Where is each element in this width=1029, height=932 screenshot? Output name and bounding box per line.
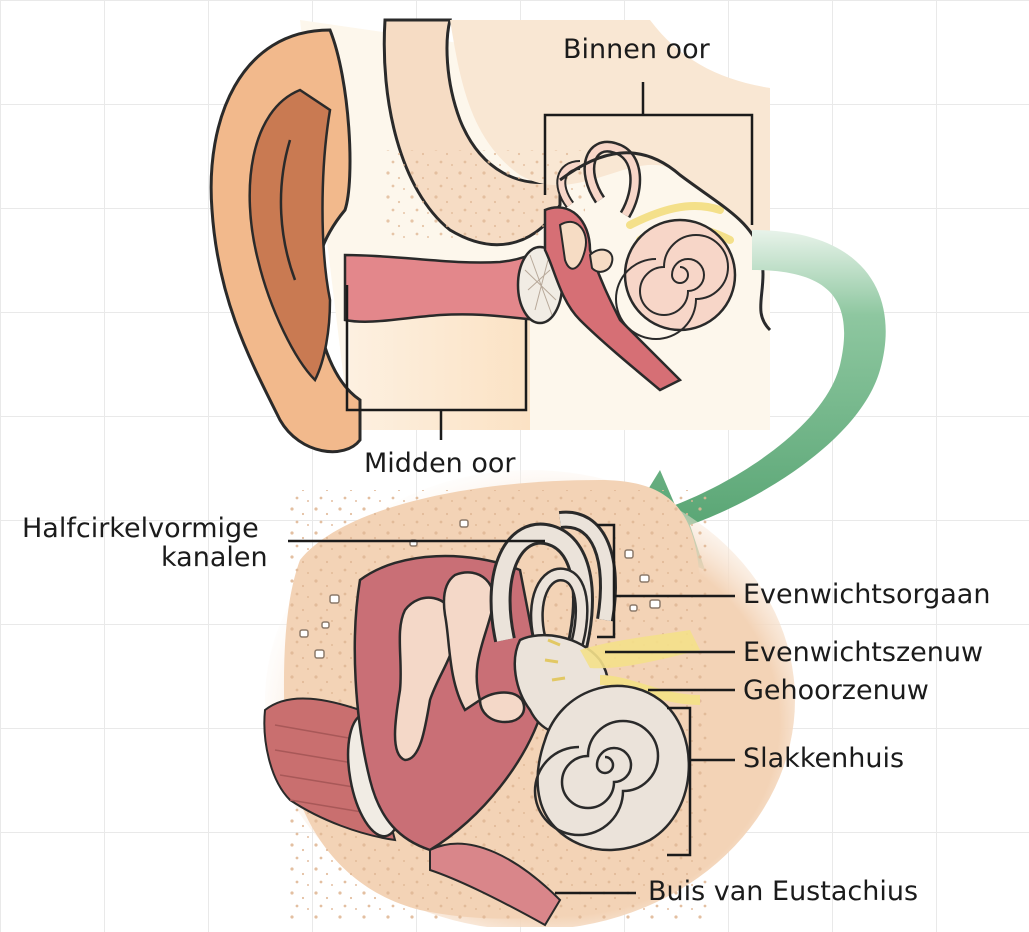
binnen-oor-bracket: [543, 82, 754, 225]
midden-oor-bracket: [345, 285, 528, 440]
cochlea-top: [615, 218, 737, 340]
semicircular-canals-bottom: [489, 510, 617, 658]
label-evenwichtszenuw: Evenwichtszenuw: [743, 637, 984, 668]
label-kanalen: kanalen: [161, 542, 268, 573]
bottom-leader-lines: [288, 523, 735, 895]
nerves-bottom: [544, 630, 701, 705]
evenwichtsorgaan-bracket: [597, 523, 616, 639]
label-slakkenhuis: Slakkenhuis: [743, 743, 905, 774]
label-midden-oor: Midden oor: [364, 448, 516, 479]
label-evenwichtsorgaan: Evenwichtsorgaan: [743, 579, 991, 610]
label-gehoorzenuw: Gehoorzenuw: [743, 675, 929, 706]
slakkenhuis-bracket: [667, 706, 692, 857]
label-binnen-oor: Binnen oor: [563, 34, 710, 65]
label-buis-van-eustachius: Buis van Eustachius: [648, 876, 919, 907]
cochlea-bottom: [533, 684, 690, 852]
inner-ear-closeup: [263, 470, 795, 930]
outer-ear-illustration: [209, 18, 772, 454]
label-halfcirkelvormige: Halfcirkelvormige: [22, 513, 259, 544]
